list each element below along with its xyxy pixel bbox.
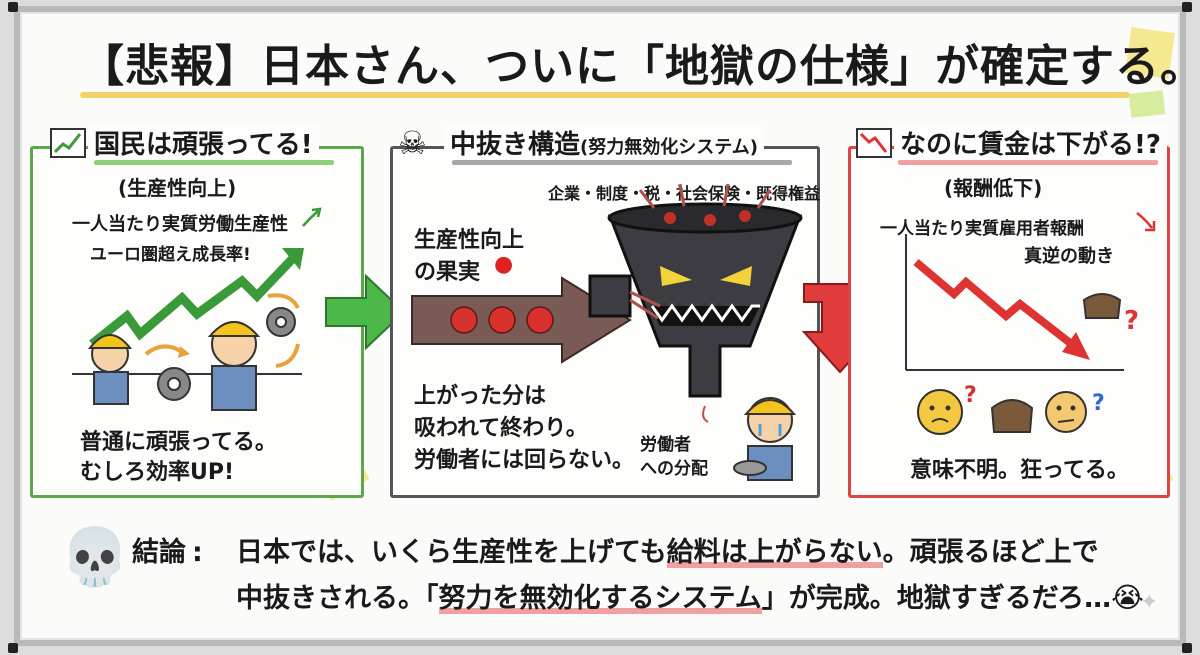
svg-text:?: ? [1092,391,1105,416]
crying-worker-illustration [733,397,797,481]
panel3-chart-label: 一人当たり実質雇用者報酬 [880,219,1084,239]
page-title: 【悲報】日本さん、ついに「地獄の仕様」が確定する。😱 [80,41,1200,92]
skull-crossbones-icon: ☠ [398,124,427,162]
wallet-icon [1082,293,1122,319]
crying-emoji: 😭 [1111,581,1144,614]
skull-icon: 💀 [60,525,130,590]
flow-arrow-right-green [325,273,406,351]
board-corner [1182,643,1192,653]
tape-decoration [1128,90,1166,118]
result-line-2: 吸われて終わり。 [414,416,588,441]
input-label-2: の果実 [414,260,481,285]
conclusion-label: 結論: [132,537,203,568]
panel-productivity [30,146,364,498]
panel1-title-highlight [94,160,334,165]
conclusion-line-1: 日本では、いくら生産性を上げても給料は上がらない。頑張るほど上で [236,537,1099,568]
conclusion-line-2: 中抜きされる。「努力を無効化するシステム」が完成。地獄すぎるだろ…😭 [236,581,1144,614]
board-corner [8,2,18,12]
monster-funnel-illustration [588,183,803,423]
svg-text:?: ? [964,383,977,408]
panel1-chart-label: 一人当たり実質労働生産性 [72,214,288,235]
chart-down-icon [856,128,892,158]
question-mark-icon: ? [1124,306,1140,336]
board-corner [8,643,18,653]
worker-label-2: への分配 [640,459,708,479]
panel3-caption: 意味不明。狂ってる。 [910,458,1129,483]
panel1-subtitle: (生産性向上) [118,176,237,200]
chart-up-icon [50,128,86,158]
worker-label-1: 労働者 [640,435,691,455]
panel3-subtitle: (報酬低下) [944,176,1043,200]
up-arrow-icon [302,207,322,227]
title-underline [80,92,1130,98]
panel1-caption-1: 普通に頑張ってる。 [80,430,277,455]
panel2-title-highlight [452,160,792,165]
input-label-1: 生産性向上 [414,228,525,253]
wages-line-chart [905,234,1124,371]
fruit-input-arrow [411,276,632,364]
down-arrow-icon [1136,212,1156,232]
confused-faces-illustration: ? ? [917,383,1105,435]
panel1-title: 国民は頑張ってる! [88,124,319,161]
panel3-title: なのに賃金は下がる!? [894,124,1167,161]
panel3-chart-label-2: 真逆の動き [1024,246,1114,267]
panel3-title-highlight [898,160,1158,165]
result-line-3: 労働者には回らない。 [414,448,635,473]
panel1-chart-label-2: ユーロ圏超え成長率! [90,245,251,265]
board-corner [1182,2,1192,12]
result-line-1: 上がった分は [414,384,547,409]
apple-icon: ● [494,252,514,277]
panel2-title: 中抜き構造(努力無効化システム) [444,124,764,161]
panel-wages [848,146,1170,498]
funnel-label: 企業・制度・税・社会保険・既得権益 [548,184,821,203]
workers-gears-illustration [87,293,300,411]
panel1-caption-2: むしろ効率UP! [80,460,235,485]
sparkle-icon: ✦ [1140,590,1159,615]
